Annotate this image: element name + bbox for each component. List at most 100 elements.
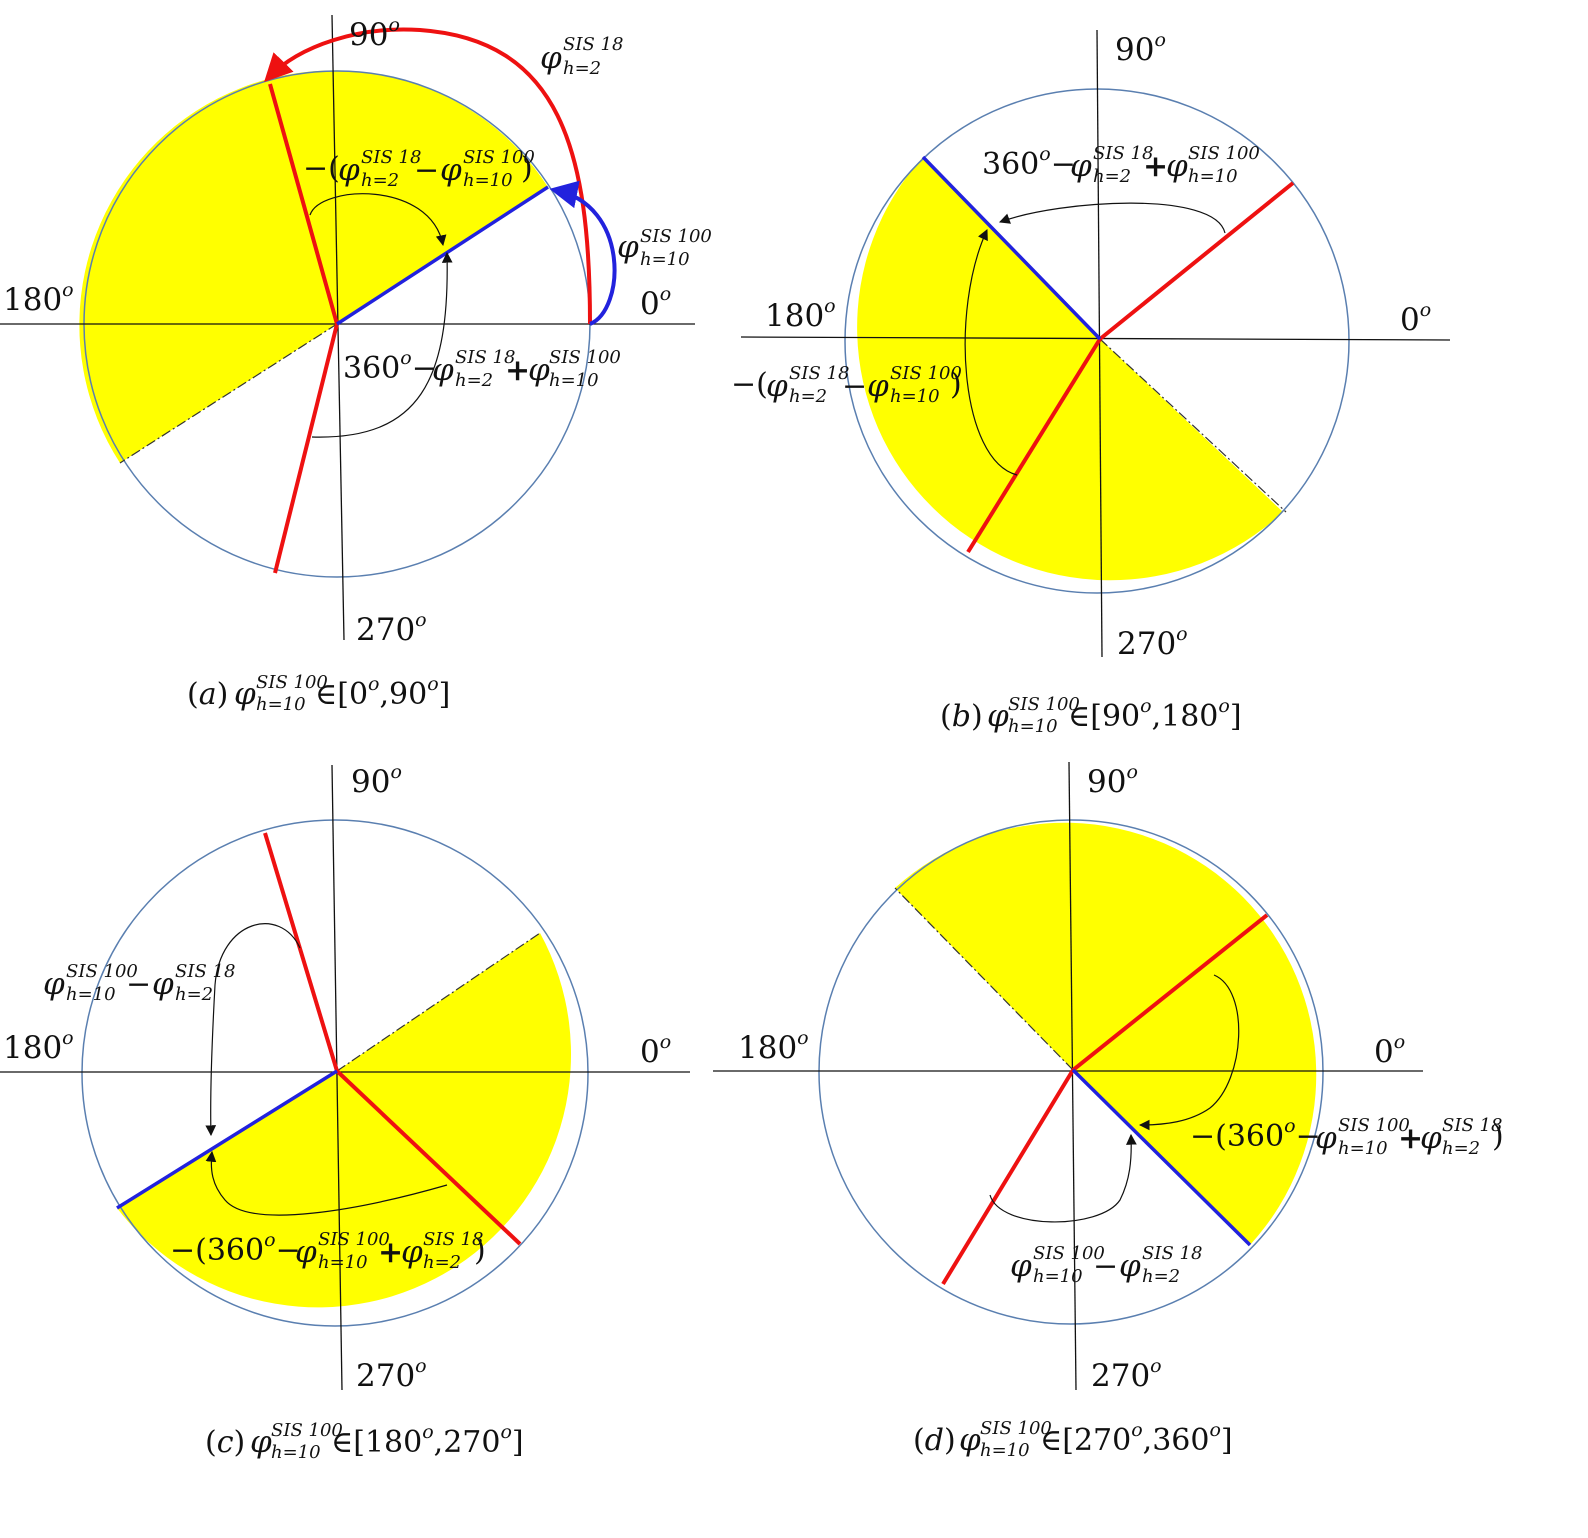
svg-text:φ: φ <box>1119 1248 1141 1284</box>
panel-b-dashdot-line <box>1099 338 1287 513</box>
svg-text:(c): (c) <box>205 1425 245 1460</box>
panel-a-difference-expression: −( φ SIS 18 h=2 − φ SIS 100 h=10 ) <box>303 147 535 191</box>
panel-b-sis18-opposite <box>966 337 1102 554</box>
svg-text:SIS 18: SIS 18 <box>1442 1115 1502 1136</box>
panel-d: 90o 180o 0o 270o −(360o− φ SIS 100 h=10 … <box>713 761 1504 1461</box>
svg-text:φ: φ <box>528 352 550 388</box>
svg-text:−(360o−: −(360o− <box>1190 1115 1321 1154</box>
svg-text:∈[180o,270o]: ∈[180o,270o] <box>331 1421 524 1460</box>
panel-c-wrap-expression: −(360o− φ SIS 100 h=10 + φ SIS 18 h=2 ) <box>170 1229 486 1273</box>
svg-text:h=10: h=10 <box>1188 166 1238 187</box>
svg-text:−(: −( <box>303 151 340 186</box>
panel-c-sis100-phasor <box>116 1069 338 1210</box>
svg-text:φ: φ <box>295 1234 317 1270</box>
svg-text:φ: φ <box>1315 1120 1337 1156</box>
svg-text:360o−: 360o− <box>343 347 437 386</box>
panel-c-upper-arc-arrow <box>205 923 301 1137</box>
svg-text:φ: φ <box>432 352 454 388</box>
svg-text:SIS 100: SIS 100 <box>66 961 138 982</box>
svg-text:−: − <box>1093 1249 1118 1284</box>
svg-text:SIS 18: SIS 18 <box>423 1229 483 1250</box>
panel-d-shaded-sector <box>895 822 1317 1245</box>
panel-b-sis18-phasor <box>1098 181 1295 341</box>
svg-text:): ) <box>521 151 533 186</box>
svg-text:φ: φ <box>43 966 65 1002</box>
svg-text:SIS 18: SIS 18 <box>1093 143 1153 164</box>
svg-text:∈[0o,90o]: ∈[0o,90o] <box>315 673 450 712</box>
svg-text:+: + <box>378 1235 403 1270</box>
svg-text:φ: φ <box>440 152 462 188</box>
svg-text:∈[270o,360o]: ∈[270o,360o] <box>1040 1419 1233 1458</box>
svg-text:(a): (a) <box>187 677 228 712</box>
svg-text:h=2: h=2 <box>563 58 601 79</box>
panel-d-label-180: 180o <box>738 1027 809 1066</box>
svg-text:+: + <box>1398 1121 1423 1156</box>
panel-d-sis100-phasor <box>1071 1068 1252 1247</box>
svg-text:h=10: h=10 <box>463 170 513 191</box>
panel-b-label-0: 0o <box>1400 299 1431 338</box>
svg-text:SIS 18: SIS 18 <box>789 363 849 384</box>
panel-b-label-270: 270o <box>1117 623 1188 662</box>
panel-a-inner-arc-arrow <box>309 193 447 247</box>
svg-text:): ) <box>1492 1119 1504 1154</box>
panel-a-phi-sis100-label: φ SIS 100 h=10 <box>617 226 712 270</box>
svg-text:+: + <box>1143 149 1168 184</box>
svg-text:−: − <box>126 967 151 1002</box>
panel-d-sis18-phasor <box>1071 913 1269 1072</box>
panel-a-lower-arc-arrow <box>311 251 453 438</box>
svg-text:−: − <box>842 369 867 404</box>
svg-text:SIS 100: SIS 100 <box>318 1229 390 1250</box>
panel-c-shaded-sector <box>117 933 572 1308</box>
panel-b: 90o 180o 0o 270o 360o− φ SIS 18 h=2 + φ … <box>731 29 1451 737</box>
svg-text:h=10: h=10 <box>1008 716 1058 737</box>
svg-text:SIS 18: SIS 18 <box>361 147 421 168</box>
svg-text:SIS 18: SIS 18 <box>1142 1243 1202 1264</box>
svg-text:h=2: h=2 <box>361 170 399 191</box>
svg-text:+: + <box>505 353 530 388</box>
svg-text:SIS 100: SIS 100 <box>1033 1243 1105 1264</box>
panel-a-shaded-sector <box>79 70 549 463</box>
panel-b-label-180: 180o <box>765 295 836 334</box>
svg-text:h=2: h=2 <box>175 984 213 1005</box>
svg-text:(d): (d) <box>913 1423 956 1458</box>
panel-a-caption: (a) φ SIS 100 h=10 ∈[0o,90o] <box>187 672 450 715</box>
panel-b-shaded-sector <box>857 157 1283 581</box>
svg-text:SIS 100: SIS 100 <box>549 347 621 368</box>
panel-b-difference-expression: −( φ SIS 18 h=2 − φ SIS 100 h=10 ) <box>731 363 962 407</box>
svg-text:SIS 100: SIS 100 <box>1188 143 1260 164</box>
svg-text:360o−: 360o− <box>982 143 1076 182</box>
panel-d-difference-expression: φ SIS 100 h=10 − φ SIS 18 h=2 <box>1010 1243 1202 1287</box>
svg-text:SIS 100: SIS 100 <box>271 1420 343 1441</box>
panel-a-label-270: 270o <box>356 609 427 648</box>
svg-text:SIS 100: SIS 100 <box>463 147 535 168</box>
panel-a-phi-sis18-label: φ SIS 18 h=2 <box>540 34 623 79</box>
svg-text:SIS 18: SIS 18 <box>563 34 623 55</box>
svg-text:SIS 18: SIS 18 <box>455 347 515 368</box>
svg-text:h=10: h=10 <box>890 386 940 407</box>
svg-text:): ) <box>950 367 962 402</box>
svg-text:φ: φ <box>250 1424 272 1460</box>
svg-text:h=10: h=10 <box>549 370 599 391</box>
panel-a-blue-arc-arrow <box>549 180 617 326</box>
panel-c-lower-arc-arrow <box>205 1150 448 1216</box>
svg-text:φ: φ <box>401 1234 423 1270</box>
panel-c: 90o 180o 0o 270o φ SIS 100 h=10 − φ SIS … <box>0 761 690 1463</box>
panel-d-dashdot-line <box>894 887 1074 1071</box>
panel-a-sis18-opposite <box>273 323 339 574</box>
panel-c-sis18-opposite <box>263 832 339 1072</box>
panel-c-dashdot-line <box>336 932 541 1072</box>
svg-text:φ: φ <box>540 40 562 76</box>
panel-b-sis100-phasor <box>921 155 1102 341</box>
panel-c-label-90: 90o <box>351 761 402 800</box>
panel-c-label-0: 0o <box>640 1031 671 1070</box>
panel-d-lower-arc-arrow <box>989 1133 1137 1223</box>
panel-d-wrap-expression: −(360o− φ SIS 100 h=10 + φ SIS 18 h=2 ) <box>1190 1115 1504 1159</box>
panel-d-right-arc-arrow <box>1138 974 1240 1131</box>
panel-c-label-270: 270o <box>356 1355 427 1394</box>
panel-c-circle <box>81 819 589 1327</box>
svg-text:φ: φ <box>617 229 639 265</box>
panel-c-caption: (c) φ SIS 100 h=10 ∈[180o,270o] <box>205 1420 524 1463</box>
svg-text:−(360o−: −(360o− <box>170 1229 301 1268</box>
